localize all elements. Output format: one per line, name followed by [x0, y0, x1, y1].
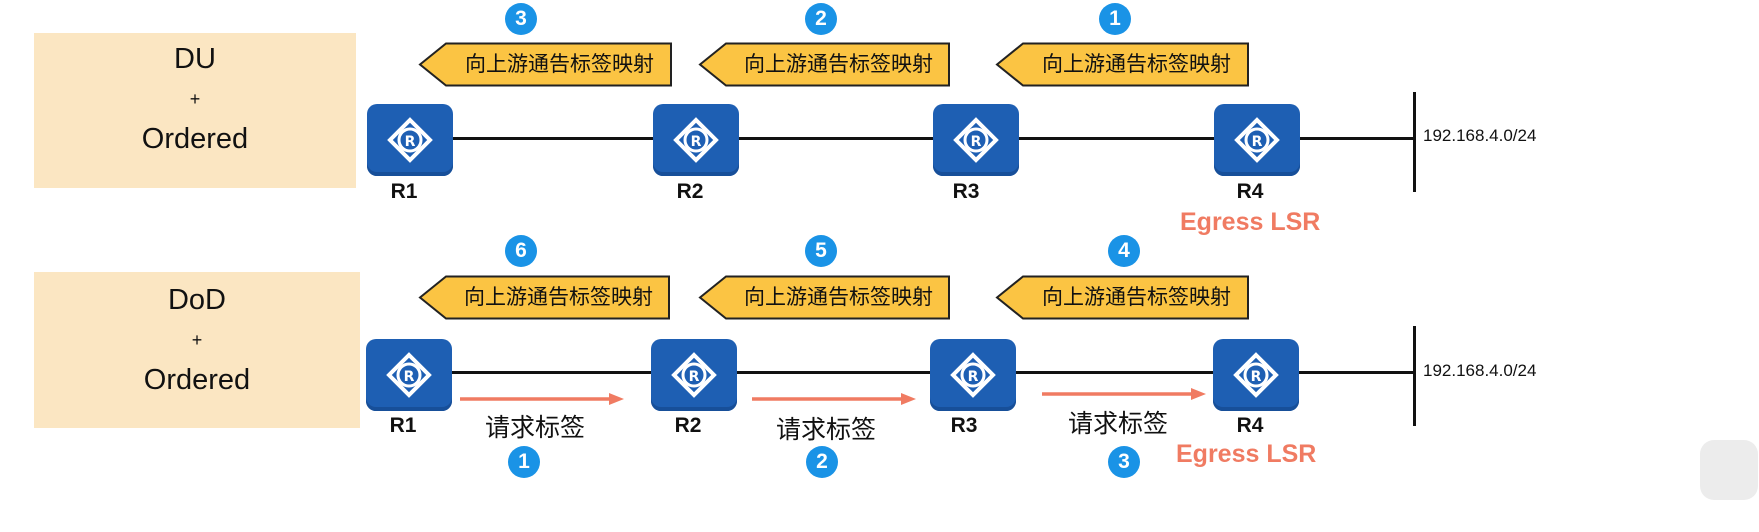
step-badge: 6 [505, 235, 537, 267]
step-badge: 3 [1108, 446, 1140, 478]
router-icon: R [653, 104, 739, 176]
label-request-arrow [752, 392, 917, 406]
link-line [405, 137, 1415, 140]
svg-text:R: R [1251, 369, 1262, 385]
svg-text:R: R [968, 369, 979, 385]
mode-name: DoD [167, 284, 226, 316]
router-label: R3 [952, 180, 980, 203]
step-badge: 3 [505, 3, 537, 35]
router-icon: R [1213, 339, 1299, 411]
advert-label: 向上游通告标签映射 [465, 52, 654, 76]
network-prefix: 192.168.4.0/24 [1423, 361, 1537, 380]
svg-text:R: R [971, 134, 982, 150]
bottom-mode-box: DoD + Ordered [34, 272, 360, 428]
label-mapping-advert-arrow: 向上游通告标签映射 [418, 275, 671, 320]
label-mapping-advert-arrow: 向上游通告标签映射 [698, 42, 951, 87]
svg-text:R: R [404, 369, 415, 385]
advert-label: 向上游通告标签映射 [744, 285, 933, 309]
label-request-arrow [1042, 387, 1207, 401]
advert-label: 向上游通告标签映射 [744, 52, 933, 76]
svg-text:R: R [689, 369, 700, 385]
advert-label: 向上游通告标签映射 [1042, 285, 1231, 309]
router-icon: R [933, 104, 1019, 176]
label-request-text: 请求标签 [1068, 409, 1169, 438]
advert-label: 向上游通告标签映射 [1042, 52, 1231, 76]
router-label: R4 [1236, 180, 1264, 203]
label-request-arrow [460, 392, 625, 406]
link-line [405, 371, 1415, 374]
svg-text:R: R [405, 134, 416, 150]
network-prefix: 192.168.4.0/24 [1423, 126, 1537, 145]
mode-plus: + [189, 89, 201, 109]
step-badge: 1 [1099, 3, 1131, 35]
step-badge: 2 [805, 3, 837, 35]
egress-lsr-label: Egress LSR [1180, 208, 1321, 236]
watermark-logo [1700, 440, 1758, 500]
advert-label: 向上游通告标签映射 [464, 285, 653, 309]
svg-text:R: R [691, 134, 702, 150]
router-label: R2 [676, 180, 704, 203]
top-mode-box: DU + Ordered [34, 33, 356, 188]
label-request-text: 请求标签 [485, 413, 586, 442]
step-badge: 2 [806, 446, 838, 478]
network-segment-bar [1413, 326, 1416, 426]
mode-order: Ordered [141, 123, 249, 155]
mode-order: Ordered [143, 364, 251, 396]
router-label: R4 [1236, 414, 1264, 437]
label-mapping-advert-arrow: 向上游通告标签映射 [995, 275, 1250, 320]
network-segment-bar [1413, 92, 1416, 192]
router-icon: R [367, 104, 453, 176]
router-label: R1 [390, 180, 418, 203]
step-badge: 1 [508, 446, 540, 478]
mode-plus: + [191, 330, 203, 350]
step-badge: 5 [805, 235, 837, 267]
svg-text:R: R [1252, 134, 1263, 150]
label-mapping-advert-arrow: 向上游通告标签映射 [698, 275, 951, 320]
step-badge: 4 [1108, 235, 1140, 267]
router-icon: R [1214, 104, 1300, 176]
router-label: R3 [950, 414, 978, 437]
router-label: R1 [389, 414, 417, 437]
label-mapping-advert-arrow: 向上游通告标签映射 [418, 42, 673, 87]
router-icon: R [930, 339, 1016, 411]
egress-lsr-label: Egress LSR [1176, 440, 1317, 468]
mode-name: DU [174, 43, 216, 75]
router-icon: R [651, 339, 737, 411]
label-request-text: 请求标签 [776, 415, 877, 444]
router-label: R2 [674, 414, 702, 437]
label-mapping-advert-arrow: 向上游通告标签映射 [995, 42, 1250, 87]
router-icon: R [366, 339, 452, 411]
